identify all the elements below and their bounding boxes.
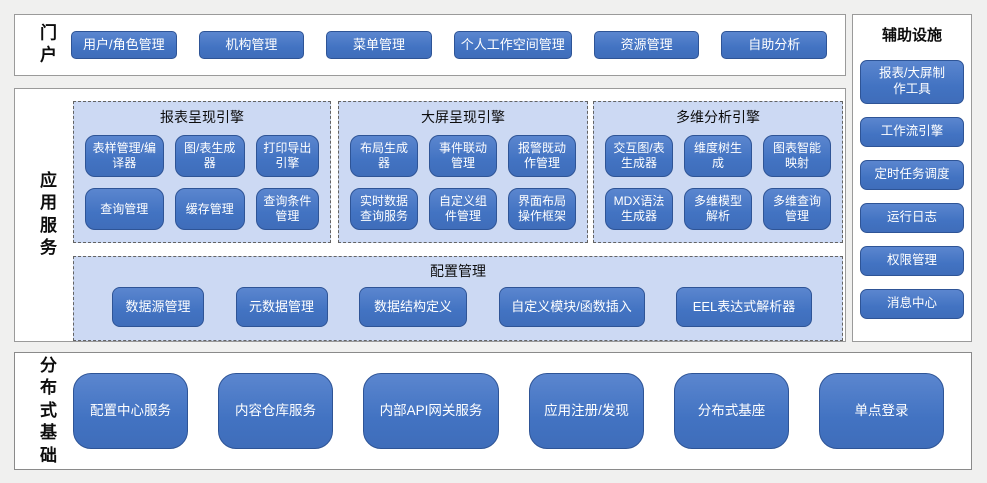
aux-node-column: 辅助设施 报表/大屏制作工具 工作流引擎 定时任务调度 运行日志 权限管理 消息… bbox=[853, 15, 971, 341]
olap-engine-panel: 多维分析引擎 交互图/表生成器 维度树生成 图表智能映射 MDX语法生成器 多维… bbox=[593, 101, 843, 243]
node-workflow-engine: 工作流引擎 bbox=[860, 117, 964, 147]
node-query-mgmt: 查询管理 bbox=[85, 188, 164, 230]
node-realtime-data-query: 实时数据查询服务 bbox=[350, 188, 418, 230]
node-ui-layout-framework: 界面布局操作框架 bbox=[508, 188, 576, 230]
node-datasource-mgmt: 数据源管理 bbox=[112, 287, 204, 327]
node-query-condition-mgmt: 查询条件管理 bbox=[255, 188, 319, 230]
node-report-bigscreen-tool: 报表/大屏制作工具 bbox=[860, 60, 964, 104]
config-node-row: 数据源管理 元数据管理 数据结构定义 自定义模块/函数插入 EEL表达式解析器 bbox=[74, 281, 842, 327]
portal-node-row: 用户/角色管理 机构管理 菜单管理 个人工作空间管理 资源管理 自助分析 bbox=[71, 31, 827, 59]
node-metadata-mgmt: 元数据管理 bbox=[235, 287, 328, 327]
node-mdx-syntax-generator: MDX语法生成器 bbox=[605, 188, 673, 230]
distributed-base-label: 分布式基础 bbox=[40, 355, 57, 465]
node-resource-mgmt: 资源管理 bbox=[593, 31, 700, 59]
node-style-mgmt-compiler: 表样管理/编译器 bbox=[85, 135, 164, 177]
portal-section-label: 门户 bbox=[40, 23, 57, 65]
node-run-log: 运行日志 bbox=[860, 203, 964, 233]
node-dimension-tree-generation: 维度树生成 bbox=[684, 135, 752, 177]
aux-section-title: 辅助设施 bbox=[881, 27, 942, 44]
node-multidim-model-parsing: 多维模型解析 bbox=[684, 188, 752, 230]
node-user-role-mgmt: 用户/角色管理 bbox=[71, 31, 177, 59]
portal-section: 门户 用户/角色管理 机构管理 菜单管理 个人工作空间管理 资源管理 自助分析 bbox=[14, 14, 846, 76]
node-interactive-chart-generator: 交互图/表生成器 bbox=[605, 135, 673, 177]
node-config-center-service: 配置中心服务 bbox=[73, 373, 188, 449]
node-app-register-discovery: 应用注册/发现 bbox=[529, 373, 644, 449]
node-chart-table-generator: 图/表生成器 bbox=[174, 135, 245, 177]
node-custom-component-mgmt: 自定义组件管理 bbox=[429, 188, 497, 230]
config-mgmt-panel: 配置管理 数据源管理 元数据管理 数据结构定义 自定义模块/函数插入 EEL表达… bbox=[73, 256, 843, 341]
node-cache-mgmt: 缓存管理 bbox=[174, 188, 245, 230]
node-scheduled-task: 定时任务调度 bbox=[860, 160, 964, 190]
report-engine-title: 报表呈现引擎 bbox=[160, 109, 244, 125]
report-engine-grid: 表样管理/编译器 图/表生成器 打印导出引擎 查询管理 缓存管理 查询条件管理 bbox=[74, 127, 330, 230]
aux-facilities-section: 辅助设施 报表/大屏制作工具 工作流引擎 定时任务调度 运行日志 权限管理 消息… bbox=[852, 14, 972, 342]
node-self-service-analysis: 自助分析 bbox=[721, 31, 827, 59]
node-eel-expression-parser: EEL表达式解析器 bbox=[676, 287, 812, 327]
node-internal-api-gateway: 内部API网关服务 bbox=[363, 373, 499, 449]
node-permission-mgmt: 权限管理 bbox=[860, 246, 964, 276]
bigscreen-engine-title: 大屏呈现引擎 bbox=[421, 109, 505, 125]
bigscreen-engine-panel: 大屏呈现引擎 布局生成器 事件联动管理 报警既动作管理 实时数据查询服务 自定义… bbox=[338, 101, 588, 243]
node-smart-chart-mapping: 图表智能映射 bbox=[763, 135, 831, 177]
node-content-repo-service: 内容仓库服务 bbox=[218, 373, 333, 449]
report-engine-panel: 报表呈现引擎 表样管理/编译器 图/表生成器 打印导出引擎 查询管理 缓存管理 … bbox=[73, 101, 331, 243]
node-menu-mgmt: 菜单管理 bbox=[326, 31, 432, 59]
app-services-section-label: 应用服务 bbox=[40, 171, 57, 258]
node-layout-generator: 布局生成器 bbox=[350, 135, 418, 177]
node-event-linkage-mgmt: 事件联动管理 bbox=[429, 135, 497, 177]
node-data-structure-definition: 数据结构定义 bbox=[359, 287, 467, 327]
app-services-section: 应用服务 报表呈现引擎 表样管理/编译器 图/表生成器 打印导出引擎 查询管理 … bbox=[14, 88, 846, 342]
node-personal-workspace-mgmt: 个人工作空间管理 bbox=[453, 31, 572, 59]
node-alarm-action-mgmt: 报警既动作管理 bbox=[508, 135, 576, 177]
distributed-base-section: 分布式基础 配置中心服务 内容仓库服务 内部API网关服务 应用注册/发现 分布… bbox=[14, 352, 972, 470]
node-multidim-query-mgmt: 多维查询管理 bbox=[763, 188, 831, 230]
olap-engine-title: 多维分析引擎 bbox=[676, 109, 760, 125]
node-org-mgmt: 机构管理 bbox=[198, 31, 305, 59]
node-distributed-pedestal: 分布式基座 bbox=[674, 373, 789, 449]
node-custom-module-function: 自定义模块/函数插入 bbox=[498, 287, 645, 327]
config-mgmt-title: 配置管理 bbox=[430, 263, 486, 279]
bigscreen-engine-grid: 布局生成器 事件联动管理 报警既动作管理 实时数据查询服务 自定义组件管理 界面… bbox=[339, 127, 587, 230]
node-print-export-engine: 打印导出引擎 bbox=[255, 135, 319, 177]
node-single-sign-on: 单点登录 bbox=[819, 373, 944, 449]
distributed-node-row: 配置中心服务 内容仓库服务 内部API网关服务 应用注册/发现 分布式基座 单点… bbox=[73, 373, 944, 449]
olap-engine-grid: 交互图/表生成器 维度树生成 图表智能映射 MDX语法生成器 多维模型解析 多维… bbox=[594, 127, 842, 230]
node-message-center: 消息中心 bbox=[860, 289, 964, 319]
